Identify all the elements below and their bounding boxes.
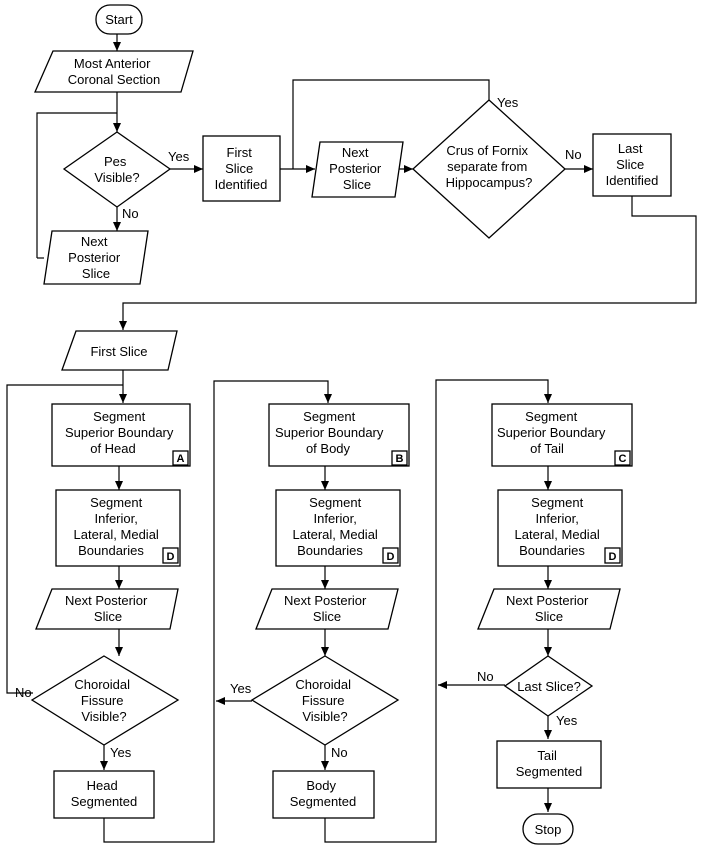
pes-visible-label: Pes Visible? [94,154,139,185]
last-slice-identified-label: Last Slice Identified [606,141,659,188]
last-slice-q-label: Last Slice? [517,679,581,694]
crus-fornix-label: Crus of Fornix separate from Hippocampus… [446,143,533,190]
tag-d-head: D [167,551,175,563]
edge-label-pes-no: No [122,206,139,221]
segment-superior-tail: Segment Superior Boundary of Tail C [491,403,633,467]
choroidal-head-decision: Choroidal Fissure Visible? [30,655,180,746]
tag-c: C [619,453,627,465]
next-posterior-slice-1: Next Posterior Slice [43,230,149,285]
segment-superior-tail-label: Segment Superior Boundary of Tail [497,409,609,456]
last-slice-decision: Last Slice? [503,655,594,717]
body-segmented-label: Body Segmented [290,778,357,809]
segment-superior-body: Segment Superior Boundary of Body B [268,403,410,467]
next-posterior-head-label: Next Posterior Slice [65,593,151,624]
edge-label-last-no: No [477,669,494,684]
first-slice: First Slice [61,330,178,371]
connectors-lower [6,370,552,843]
start-label: Start [105,12,133,27]
segment-inferior-head: Segment Inferior, Lateral, Medial Bounda… [55,489,181,567]
stop-label: Stop [535,822,562,837]
last-slice-identified: Last Slice Identified [592,133,672,197]
next-posterior-tail: Next Posterior Slice [477,588,621,630]
tail-segmented-label: Tail Segmented [516,748,583,779]
next-posterior-body: Next Posterior Slice [255,588,399,630]
segment-inferior-tail: Segment Inferior, Lateral, Medial Bounda… [497,489,623,567]
pes-visible-decision: Pes Visible? [62,131,172,208]
tag-d-tail: D [609,551,617,563]
edge-label-head-yes: Yes [110,745,132,760]
tag-a: A [177,453,185,465]
first-slice-identified: First Slice Identified [202,135,281,202]
segment-inferior-head-label: Segment Inferior, Lateral, Medial Bounda… [74,495,163,558]
edge-label-body-no: No [331,745,348,760]
choroidal-head-label: Choroidal Fissure Visible? [74,677,133,724]
segment-superior-head: Segment Superior Boundary of Head A [51,403,191,467]
most-anterior-label: Most Anterior Coronal Section [68,56,161,87]
next-posterior-1-label: Next Posterior Slice [68,234,124,281]
head-segmented-label: Head Segmented [71,778,138,809]
edge-label-body-yes: Yes [230,681,252,696]
tag-b: B [396,453,404,465]
next-posterior-body-label: Next Posterior Slice [284,593,370,624]
choroidal-body-decision: Choroidal Fissure Visible? [250,655,400,746]
first-slice-identified-label: First Slice Identified [215,145,268,192]
choroidal-body-label: Choroidal Fissure Visible? [295,677,354,724]
edge-label-crus-no: No [565,147,582,162]
body-segmented: Body Segmented [272,770,375,819]
segment-inferior-body-label: Segment Inferior, Lateral, Medial Bounda… [293,495,382,558]
next-posterior-2-label: Next Posterior Slice [329,145,385,192]
start-node: Start [95,4,143,35]
edge-label-crus-yes: Yes [497,95,519,110]
segment-superior-body-label: Segment Superior Boundary of Body [275,409,387,456]
head-segmented: Head Segmented [53,770,155,819]
edge-label-last-yes: Yes [556,713,578,728]
first-slice-label: First Slice [90,344,147,359]
edge-label-pes-yes: Yes [168,149,190,164]
tag-d-body: D [387,551,395,563]
crus-fornix-decision: Crus of Fornix separate from Hippocampus… [412,99,566,239]
edge-label-head-no: No [15,685,32,700]
stop-node: Stop [522,813,574,845]
most-anterior-section: Most Anterior Coronal Section [34,50,194,93]
tail-segmented: Tail Segmented [496,740,602,789]
next-posterior-head: Next Posterior Slice [35,588,179,630]
next-posterior-slice-2: Next Posterior Slice [311,141,404,198]
connectors-top [36,34,697,330]
segment-inferior-tail-label: Segment Inferior, Lateral, Medial Bounda… [515,495,604,558]
segment-superior-head-label: Segment Superior Boundary of Head [65,409,177,456]
next-posterior-tail-label: Next Posterior Slice [506,593,592,624]
segment-inferior-body: Segment Inferior, Lateral, Medial Bounda… [275,489,401,567]
